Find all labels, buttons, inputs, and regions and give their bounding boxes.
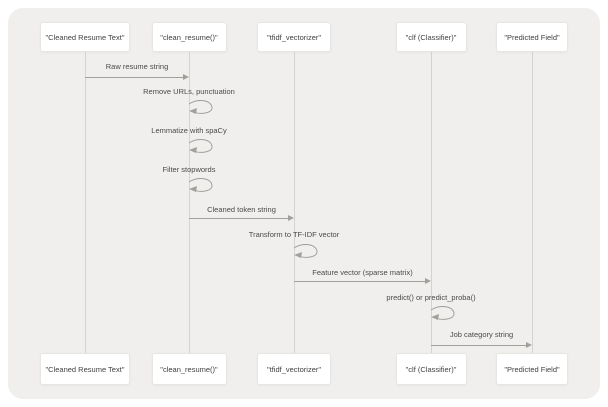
self-message-label: Remove URLs, punctuation — [143, 87, 235, 96]
self-message-label: Transform to TF-IDF vector — [248, 230, 340, 239]
participant-top-tfidf-vectorizer: "tfidf_vectorizer" — [257, 22, 331, 52]
arrowhead-right-icon — [288, 214, 294, 221]
lifeline-tfidf-vectorizer — [293, 52, 295, 353]
arrowhead-right-icon — [526, 341, 532, 348]
participant-top-clean-resume-fn: "clean_resume()" — [151, 22, 227, 52]
self-message-label: Filter stopwords — [162, 165, 216, 174]
message-label: Feature vector (sparse matrix) — [312, 268, 413, 277]
self-message-label: Lemmatize with spaCy — [151, 126, 227, 135]
self-message-label: predict() or predict_proba() — [386, 293, 476, 302]
participant-bottom-cleaned-resume-text: "Cleaned Resume Text" — [40, 353, 130, 385]
message-arrow-line — [294, 280, 426, 282]
self-loop-arrow-icon — [188, 178, 214, 194]
lifeline-clean-resume-fn — [188, 52, 190, 353]
participant-top-clf-classifier: "clf (Classifier)" — [395, 22, 467, 52]
message-arrow-line — [431, 344, 527, 346]
participant-bottom-tfidf-vectorizer: "tfidf_vectorizer" — [257, 353, 331, 385]
participant-bottom-predicted-field: "Predicted Field" — [496, 353, 568, 385]
message-label: Job category string — [449, 330, 514, 339]
arrowhead-right-icon — [183, 73, 189, 80]
lifeline-predicted-field — [531, 52, 533, 353]
lifeline-cleaned-resume-text — [84, 52, 86, 353]
message-arrow-line — [85, 76, 184, 78]
self-loop-arrow-icon — [188, 100, 214, 116]
diagram-panel — [8, 8, 600, 399]
message-arrow-line — [189, 217, 289, 219]
message-label: Cleaned token string — [207, 205, 276, 214]
participant-bottom-clean-resume-fn: "clean_resume()" — [151, 353, 227, 385]
self-loop-arrow-icon — [188, 139, 214, 155]
lifeline-clf-classifier — [430, 52, 432, 353]
message-label: Raw resume string — [105, 62, 169, 71]
arrowhead-right-icon — [425, 277, 431, 284]
participant-bottom-clf-classifier: "clf (Classifier)" — [395, 353, 467, 385]
participant-top-cleaned-resume-text: "Cleaned Resume Text" — [40, 22, 130, 52]
participant-top-predicted-field: "Predicted Field" — [496, 22, 568, 52]
self-loop-arrow-icon — [430, 306, 456, 322]
self-loop-arrow-icon — [293, 244, 319, 260]
